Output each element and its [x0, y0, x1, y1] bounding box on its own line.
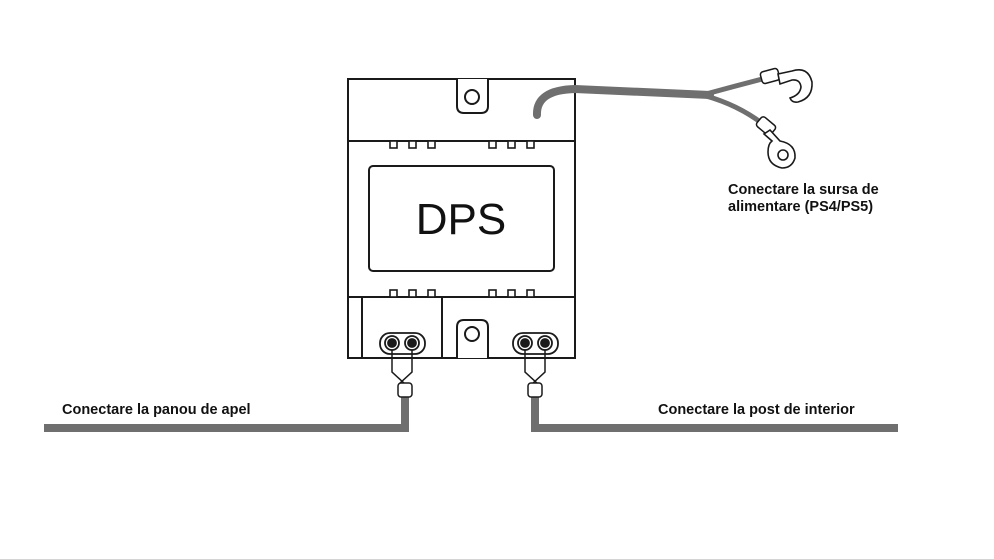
- vent-slots-bottom: [389, 289, 535, 298]
- post-cable: [527, 382, 898, 432]
- device-label: DPS: [416, 195, 506, 244]
- device-label-window: [368, 165, 555, 272]
- vent-slots-top: [389, 140, 535, 149]
- panel-connection-label: Conectare la panou de apel: [62, 402, 251, 418]
- left-terminal-block: [379, 332, 426, 355]
- power-cable: [533, 67, 781, 136]
- bottom-mounting-hole: [464, 326, 480, 342]
- right-terminal-block: [512, 332, 559, 355]
- fork-terminal-lower: [762, 128, 796, 169]
- fork-terminal-upper: [777, 69, 813, 103]
- post-connection-label: Conectare la post de interior: [658, 402, 855, 418]
- power-connection-label: Conectare la sursa de alimentare (PS4/PS…: [728, 182, 879, 216]
- power-label-line2: alimentare (PS4/PS5): [728, 199, 874, 215]
- left-terminal-leads: [391, 350, 413, 385]
- dps-device: DPS: [347, 78, 576, 359]
- power-label-line1: Conectare la sursa de: [728, 182, 879, 198]
- right-terminal-leads: [524, 350, 546, 385]
- top-mounting-hole: [464, 89, 480, 105]
- panel-cable: [44, 382, 413, 432]
